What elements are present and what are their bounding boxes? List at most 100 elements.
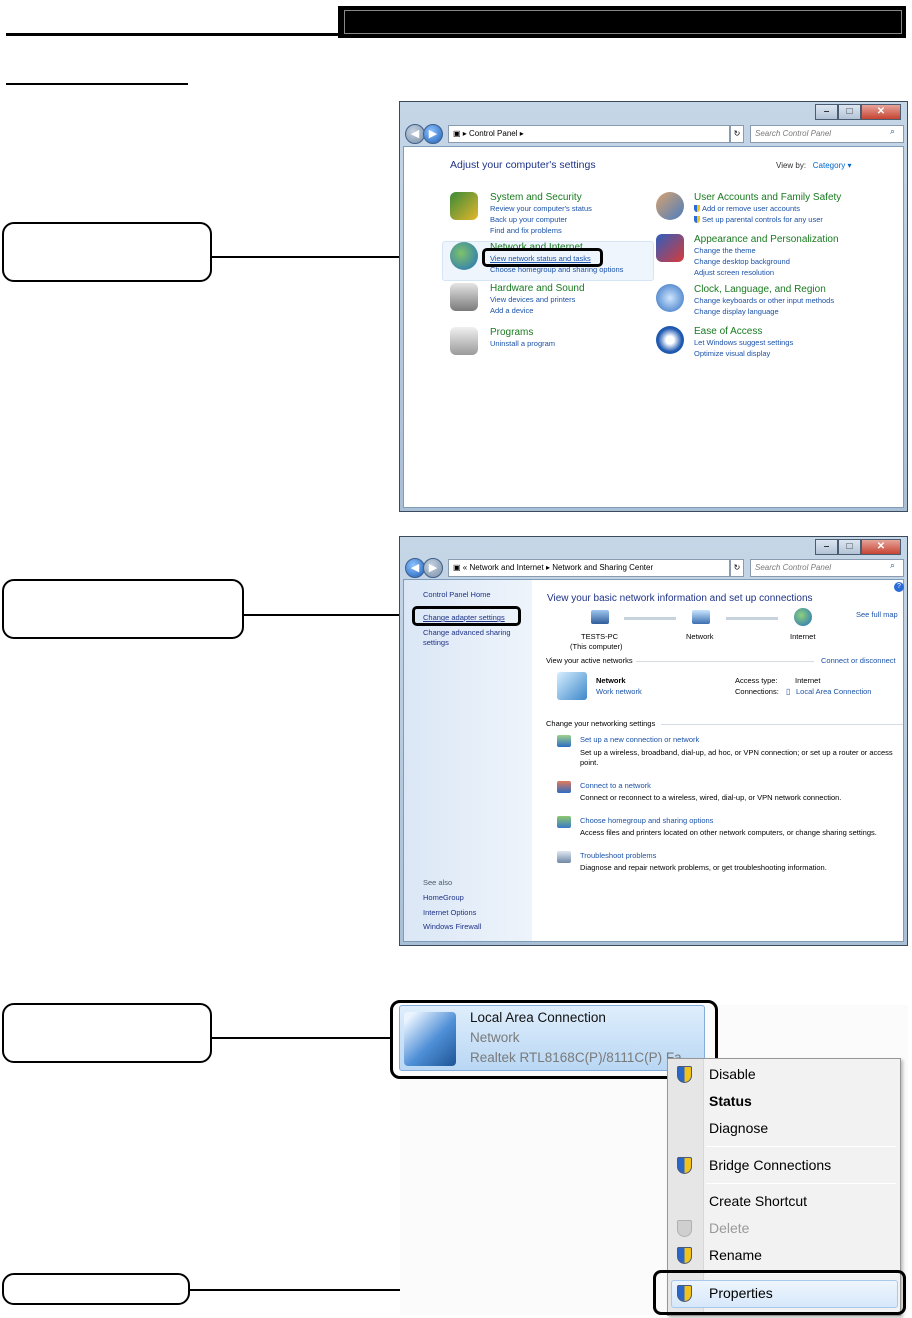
- connection-icon: ▯: [786, 687, 791, 696]
- view-network-status-link[interactable]: View network status and tasks: [490, 254, 591, 263]
- category-link[interactable]: Change the theme: [694, 246, 756, 255]
- header-bar-frame: [344, 10, 902, 34]
- internet-options-link[interactable]: Internet Options: [423, 908, 477, 917]
- category-link[interactable]: Uninstall a program: [490, 339, 556, 348]
- close-button[interactable]: ✕: [861, 104, 901, 120]
- local-area-connection-link[interactable]: Local Area Connection: [796, 687, 872, 696]
- map-internet-label: Internet: [790, 632, 816, 641]
- forward-button[interactable]: ▶: [423, 124, 443, 144]
- map-network-label: Network: [686, 632, 714, 641]
- help-icon[interactable]: ?: [894, 582, 904, 592]
- refresh-button[interactable]: ↻: [730, 125, 744, 143]
- see-full-map-link[interactable]: See full map: [856, 610, 898, 619]
- category-link[interactable]: Let Windows suggest settings: [694, 338, 794, 347]
- category-title[interactable]: User Accounts and Family Safety: [694, 192, 842, 203]
- menu-item-create-shortcut[interactable]: Create Shortcut: [709, 1193, 808, 1209]
- menu-item-diagnose[interactable]: Diagnose: [709, 1120, 769, 1136]
- address-overflow[interactable]: «: [462, 563, 468, 572]
- category-link[interactable]: Add a device: [490, 306, 534, 315]
- category-link[interactable]: Change desktop background: [694, 257, 790, 266]
- active-networks-label: View your active networks: [546, 656, 633, 665]
- category-link[interactable]: Choose homegroup and sharing options: [490, 265, 624, 274]
- menu-item-properties[interactable]: Properties: [709, 1285, 773, 1301]
- change-advanced-sharing-link[interactable]: Change advanced sharing settings: [423, 628, 511, 647]
- search-input[interactable]: Search Control Panel: [750, 559, 904, 577]
- network-adapter-icon: [404, 1012, 456, 1066]
- category-title[interactable]: Clock, Language, and Region: [694, 284, 826, 295]
- category-link[interactable]: View devices and printers: [490, 295, 576, 304]
- sidebar-home-link[interactable]: Control Panel Home: [423, 590, 491, 599]
- category-link[interactable]: Change display language: [694, 307, 779, 316]
- category-title[interactable]: Hardware and Sound: [490, 283, 585, 294]
- category-title[interactable]: Ease of Access: [694, 326, 763, 337]
- breadcrumb-arrow-icon: ▸: [543, 563, 553, 572]
- breadcrumb-network-internet[interactable]: Network and Internet: [469, 563, 544, 572]
- context-menu: Disable Status Diagnose Bridge Connectio…: [667, 1058, 901, 1316]
- category-link[interactable]: Find and fix problems: [490, 226, 562, 235]
- local-area-connection-item[interactable]: Local Area Connection Network Realtek RT…: [399, 1005, 705, 1071]
- breadcrumb-sharing-center[interactable]: Network and Sharing Center: [552, 563, 654, 572]
- address-bar[interactable]: ▣ « Network and Internet ▸ Network and S…: [448, 559, 730, 577]
- minimize-button[interactable]: –: [815, 539, 838, 555]
- callout-box-1: [2, 222, 212, 282]
- connect-network-link[interactable]: Connect to a network: [580, 781, 651, 790]
- menu-item-rename[interactable]: Rename: [709, 1247, 762, 1263]
- category-link[interactable]: Review your computer's status: [490, 204, 592, 213]
- homegroup-link[interactable]: HomeGroup: [423, 893, 464, 902]
- search-icon[interactable]: ⌕: [890, 126, 896, 136]
- new-connection-icon: [557, 735, 571, 747]
- callout-box-3: [2, 1003, 212, 1063]
- back-button[interactable]: ◀: [405, 124, 425, 144]
- forward-button[interactable]: ▶: [423, 558, 443, 578]
- refresh-button[interactable]: ↻: [730, 559, 744, 577]
- active-network-type-link[interactable]: Work network: [596, 687, 642, 696]
- search-icon[interactable]: ⌕: [890, 560, 896, 570]
- category-title[interactable]: Network and Internet: [490, 242, 583, 253]
- change-settings-label: Change your networking settings: [546, 719, 656, 728]
- close-button[interactable]: ✕: [861, 539, 901, 555]
- sharing-center-content: Control Panel Home Change adapter settin…: [403, 579, 904, 942]
- category-link[interactable]: Adjust screen resolution: [694, 268, 775, 277]
- callout-box-2: [2, 579, 244, 639]
- access-type-value: Internet: [795, 676, 821, 685]
- category-title[interactable]: System and Security: [490, 192, 582, 203]
- menu-separator: [706, 1146, 896, 1147]
- callout-leader-1: [212, 256, 484, 258]
- network-folder-icon: ▣: [453, 563, 463, 572]
- change-adapter-settings-link[interactable]: Change adapter settings: [423, 613, 505, 622]
- callout-leader-3: [212, 1037, 390, 1039]
- troubleshoot-link[interactable]: Troubleshoot problems: [580, 851, 657, 860]
- maximize-button[interactable]: □: [838, 539, 861, 555]
- uac-shield-icon: [677, 1066, 692, 1083]
- adapter-name: Local Area Connection: [470, 1010, 606, 1025]
- menu-item-bridge-connections[interactable]: Bridge Connections: [709, 1157, 832, 1173]
- category-link[interactable]: Back up your computer: [490, 215, 568, 224]
- globe-network-icon: [450, 242, 478, 270]
- view-by[interactable]: View by: Category ▾: [776, 161, 851, 170]
- menu-item-disable[interactable]: Disable: [709, 1066, 756, 1082]
- windows-firewall-link[interactable]: Windows Firewall: [423, 922, 482, 931]
- search-input[interactable]: Search Control Panel: [750, 125, 904, 143]
- category-link[interactable]: Optimize visual display: [694, 349, 771, 358]
- menu-item-status[interactable]: Status: [709, 1093, 752, 1109]
- connect-disconnect-link[interactable]: Connect or disconnect: [821, 656, 896, 665]
- caption-buttons: – □ ✕: [815, 104, 901, 120]
- setup-connection-link[interactable]: Set up a new connection or network: [580, 735, 700, 744]
- category-link[interactable]: Set up parental controls for any user: [694, 214, 841, 225]
- shield-icon: [450, 192, 478, 220]
- category-title[interactable]: Programs: [490, 327, 534, 338]
- minimize-button[interactable]: –: [815, 104, 838, 120]
- caption-buttons: – □ ✕: [815, 539, 901, 555]
- category-link[interactable]: Add or remove user accounts: [694, 203, 841, 214]
- homegroup-sharing-link[interactable]: Choose homegroup and sharing options: [580, 816, 714, 825]
- maximize-button[interactable]: □: [838, 104, 861, 120]
- category-link[interactable]: Change keyboards or other input methods: [694, 296, 835, 305]
- back-button[interactable]: ◀: [405, 558, 425, 578]
- view-by-value[interactable]: Category: [812, 161, 846, 170]
- internet-globe-icon: [794, 608, 812, 626]
- connect-network-icon: [557, 781, 571, 793]
- address-bar[interactable]: ▣ ▸ Control Panel ▸: [448, 125, 730, 143]
- computer-icon: [591, 610, 609, 624]
- category-title[interactable]: Appearance and Personalization: [694, 234, 839, 245]
- appearance-icon: [656, 234, 684, 262]
